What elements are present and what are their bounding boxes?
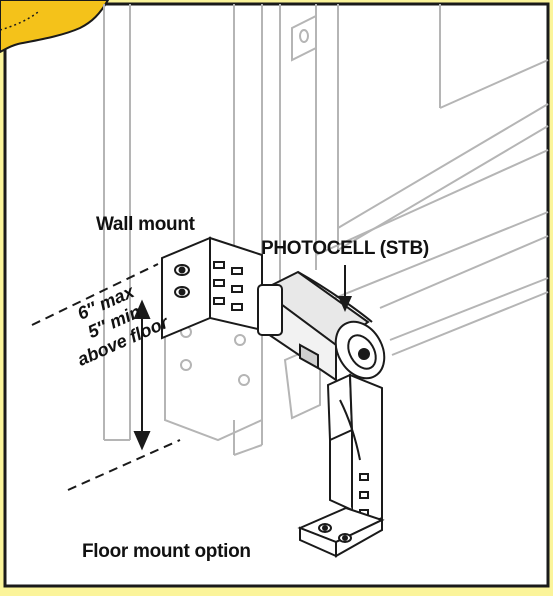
dim-arrowhead-bottom [133, 431, 151, 451]
dim-lower-dash [67, 439, 181, 491]
dimension-lines [31, 263, 181, 491]
floor-mount-label: Floor mount option [82, 541, 251, 562]
dim-upper-dash [31, 263, 159, 326]
corner-tab [0, 0, 110, 54]
photocell-arrow [338, 265, 352, 312]
wall-mount-bracket [161, 236, 263, 340]
photocell-label: PHOTOCELL (STB) [261, 238, 429, 259]
gate-structure [103, 4, 549, 456]
wall-mount-label: Wall mount [96, 214, 195, 235]
dim-arrowhead-top [133, 299, 151, 319]
floor-mount-bracket [297, 373, 385, 558]
